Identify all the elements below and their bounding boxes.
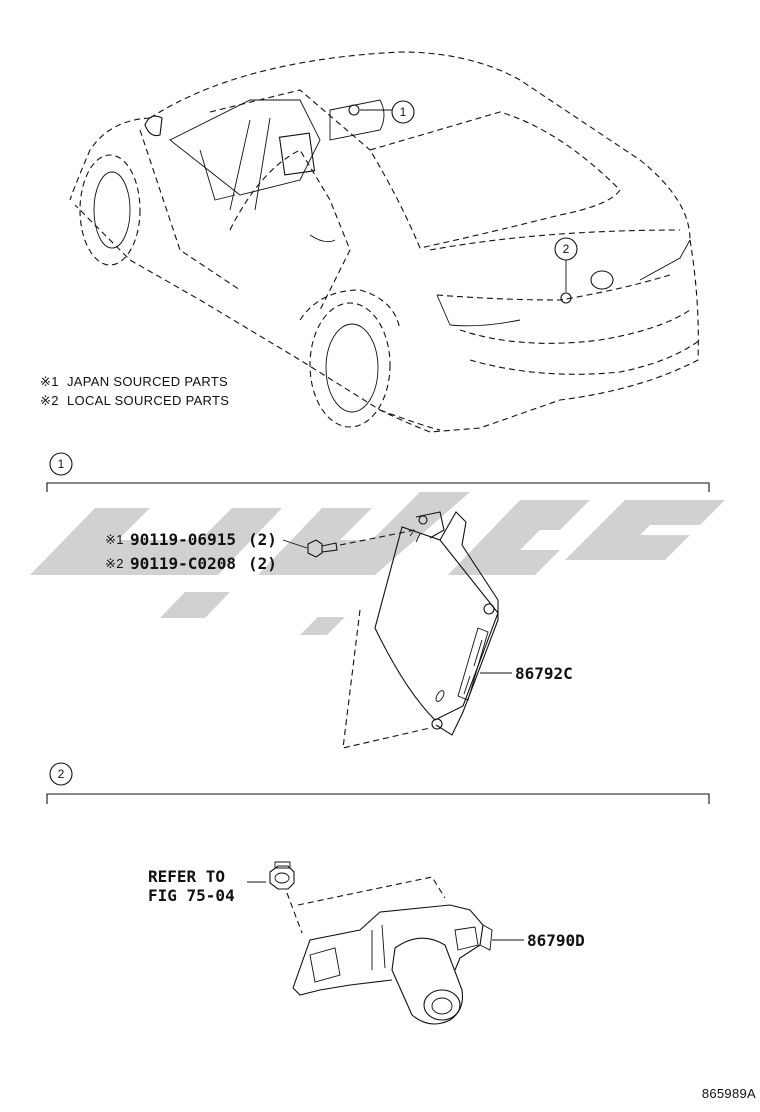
section-1-header: 1 <box>46 452 710 492</box>
bolt-japan-marker: ※1 <box>105 532 124 547</box>
note-local-marker: ※2 <box>40 393 59 408</box>
bolt-japan-number: 90119-06915 <box>130 530 236 549</box>
section-2-number: 2 <box>58 767 65 781</box>
refer-to-line1: REFER TO <box>148 867 225 886</box>
refer-to-line2: FIG 75-04 <box>148 886 235 905</box>
ecu-part-number: 86792C <box>515 664 573 683</box>
bolt-local-qty: (2) <box>248 554 277 573</box>
note-japan-text: JAPAN SOURCED PARTS <box>67 374 228 389</box>
bolt-local-marker: ※2 <box>105 556 124 571</box>
note-japan-marker: ※1 <box>40 374 59 389</box>
bolt-icon <box>307 539 338 558</box>
callout-1-number: 1 <box>400 105 407 119</box>
bolt-japan-qty: (2) <box>248 530 277 549</box>
rear-camera-icon <box>292 904 493 1025</box>
diagram-code: 865989A <box>702 1086 756 1101</box>
callout-1-car: 1 <box>348 100 415 124</box>
callout-2-car: 2 <box>554 237 578 304</box>
section-1-number: 1 <box>58 457 65 471</box>
note-local-text: LOCAL SOURCED PARTS <box>67 393 229 408</box>
camera-part-number: 86790D <box>527 931 585 950</box>
callout-2-number: 2 <box>563 242 570 256</box>
parking-assist-ecu-icon <box>374 511 499 736</box>
section-2-header: 2 <box>46 762 710 804</box>
bolt-local-number: 90119-C0208 <box>130 554 236 573</box>
clip-icon <box>269 861 295 890</box>
car-outline-icon <box>69 51 701 433</box>
